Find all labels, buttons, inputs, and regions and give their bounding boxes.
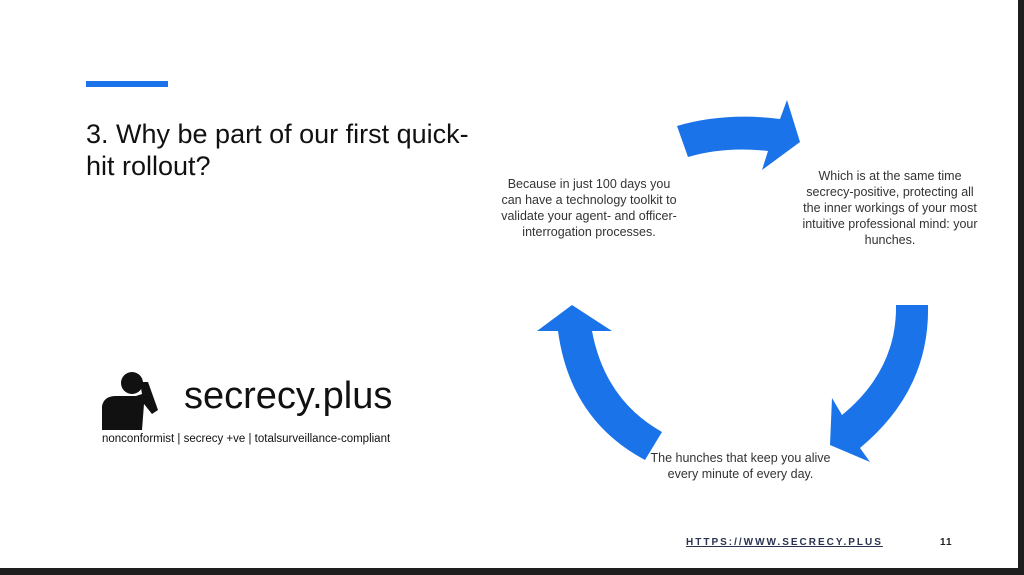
cycle-arrow-top <box>677 100 800 170</box>
slide-title: 3. Why be part of our first quick-hit ro… <box>86 119 469 181</box>
cycle-arrow-right <box>830 305 929 462</box>
logo-name: secrecy.plus <box>184 375 393 417</box>
cycle-step-3: The hunches that keep you alive every mi… <box>650 451 831 481</box>
cycle-step-2: Which is at the same time secrecy-positi… <box>802 169 978 247</box>
cycle-step-1: Because in just 100 days you can have a … <box>501 177 677 239</box>
logo-tagline: nonconformist | secrecy +ve | totalsurve… <box>102 433 391 445</box>
accent-bar <box>86 81 168 87</box>
cycle-arrow-left <box>537 305 662 460</box>
person-phone-icon <box>102 372 158 430</box>
footer-url-link[interactable]: HTTPS://WWW.SECRECY.PLUS <box>686 537 883 548</box>
page-number: 11 <box>940 537 953 548</box>
